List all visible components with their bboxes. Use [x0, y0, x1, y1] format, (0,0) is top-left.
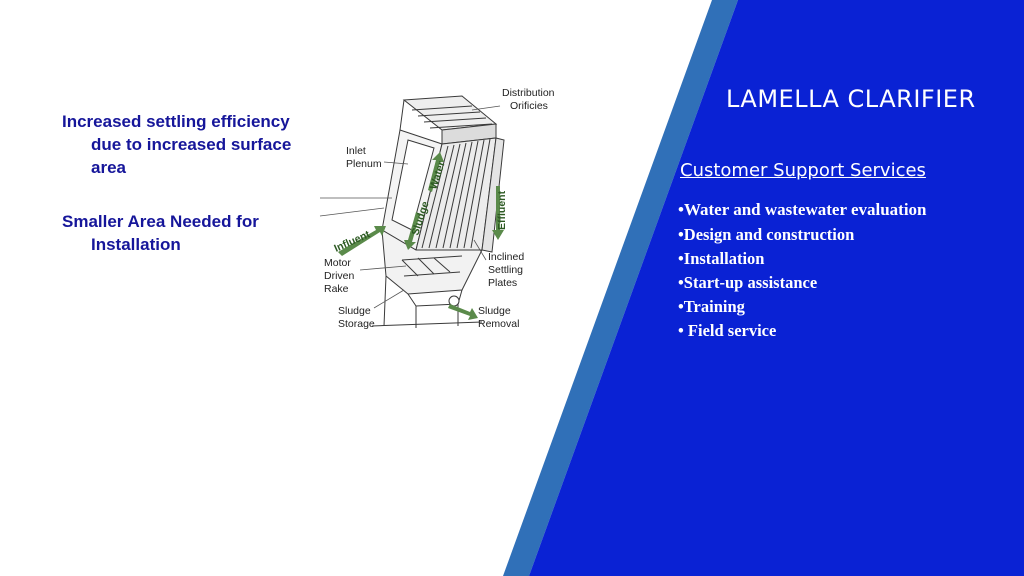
services-list: •Water and wastewater evaluation •Design…	[678, 197, 927, 343]
flow-arrows	[338, 152, 504, 320]
service-item: •Water and wastewater evaluation	[678, 200, 927, 219]
accent-stripe	[503, 0, 738, 576]
label-effluent: Effluent	[496, 190, 508, 230]
clarifier-drawing	[371, 95, 505, 328]
bullet-smaller-area: Smaller Area Needed for Installation	[62, 212, 259, 254]
label-sludge-removal: Sludge Removal	[478, 305, 519, 330]
service-item: • Field service	[678, 321, 777, 340]
blue-panel	[529, 0, 1024, 576]
water-arrow	[428, 152, 444, 192]
label-inclined-settling-plates: Inclined Settling Plates	[488, 251, 527, 289]
service-item: •Installation	[678, 249, 765, 268]
lamella-clarifier-diagram: Distribution Orificies Inlet Plenum Effl…	[319, 87, 557, 330]
label-distribution-orifices: Distribution Orificies	[502, 87, 557, 112]
service-item: •Design and construction	[678, 225, 855, 244]
left-bullet-list: Increased settling efficiency due to inc…	[62, 110, 322, 256]
label-inlet-plenum: Inlet Plenum	[346, 145, 382, 170]
service-item: •Start-up assistance	[678, 273, 818, 292]
services-heading: Customer Support Services	[680, 160, 926, 181]
slide-title: LAMELLA CLARIFIER	[726, 85, 976, 113]
label-motor-driven-rake: Motor Driven Rake	[324, 257, 357, 295]
bullet-settling-efficiency: Increased settling efficiency due to inc…	[62, 112, 292, 177]
label-sludge-storage: Sludge Storage	[338, 305, 375, 330]
sludge-flow-arrow	[404, 212, 420, 250]
label-influent: Influent	[332, 228, 372, 255]
influent-arrow	[338, 226, 386, 256]
sludge-removal-arrow	[448, 304, 478, 320]
leader-lines	[319, 105, 501, 309]
effluent-arrow	[492, 186, 504, 240]
service-item: •Training	[678, 297, 745, 316]
